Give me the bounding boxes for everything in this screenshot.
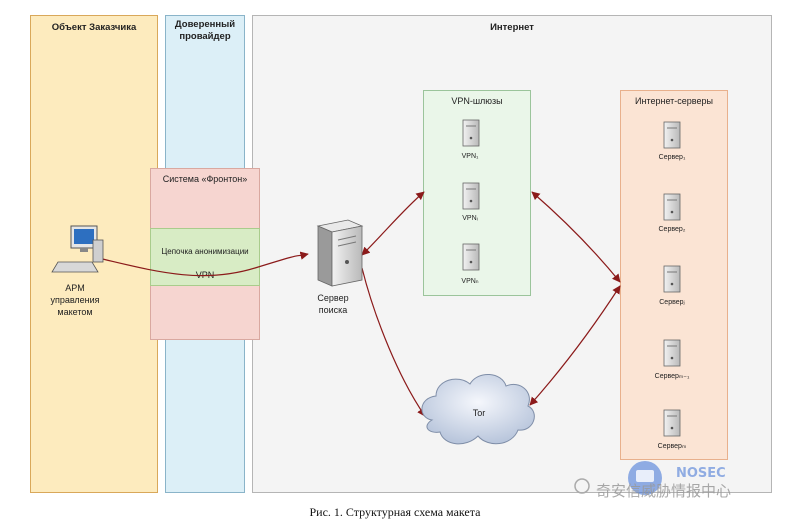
anonymization-chain: Цепочка анонимизации VPN [150, 228, 260, 286]
customer-zone-title: Объект Заказчика [51, 22, 137, 33]
cloud-icon [421, 374, 535, 445]
provider-zone-title: Доверенный провайдер [174, 19, 236, 42]
internet-servers-title: Интернет-серверы [635, 96, 713, 106]
vpn-n-server-icon [462, 243, 480, 271]
vpn-1-server-icon [462, 119, 480, 147]
server-j-icon [663, 265, 681, 293]
figure-caption: Рис. 1. Структурная схема макета [309, 505, 481, 519]
arm-label: АРМ управления макетом [50, 283, 100, 317]
fronton-title: Система «Фронтон» [162, 174, 248, 184]
tor-servers-arrow [529, 285, 621, 406]
vpn-i-label: VPNᵢ [462, 215, 478, 222]
chain-label: Цепочка анонимизации [161, 247, 249, 256]
server-m-1-label: Серверₘ₋₁ [654, 373, 690, 380]
server-vpn-arrow [361, 191, 425, 256]
vpn-gateways-title: VPN-шлюзы [451, 96, 503, 106]
search-server-label: Сервер поиска [317, 293, 349, 315]
search-server-icon [316, 219, 364, 287]
server-m-icon [663, 409, 681, 437]
vpn-n-label: VPNₙ [461, 278, 479, 285]
vpn-1-label: VPN₁ [461, 153, 479, 160]
server-j-label: Серверⱼ [659, 299, 685, 306]
server-2-label: Сервер₂ [658, 226, 686, 233]
server-1-icon [663, 121, 681, 149]
watermark-text: 奇安信威胁情报中心 [596, 482, 732, 500]
vpn-servers-arrow [531, 191, 621, 283]
server-m-label: Серверₘ [657, 443, 687, 450]
nosec-logo-icon [574, 461, 662, 495]
server-m-1-icon [663, 339, 681, 367]
tor-label: Tor [472, 408, 486, 418]
watermark-brand: NOSEC [676, 466, 726, 481]
server-tor-arrow [361, 267, 426, 417]
server-2-icon [663, 193, 681, 221]
internet-zone-title: Интернет [490, 22, 534, 33]
workstation-icon [51, 225, 104, 273]
arm-to-server-arrow [97, 251, 309, 277]
vpn-i-server-icon [462, 182, 480, 210]
server-1-label: Сервер₁ [658, 154, 686, 161]
